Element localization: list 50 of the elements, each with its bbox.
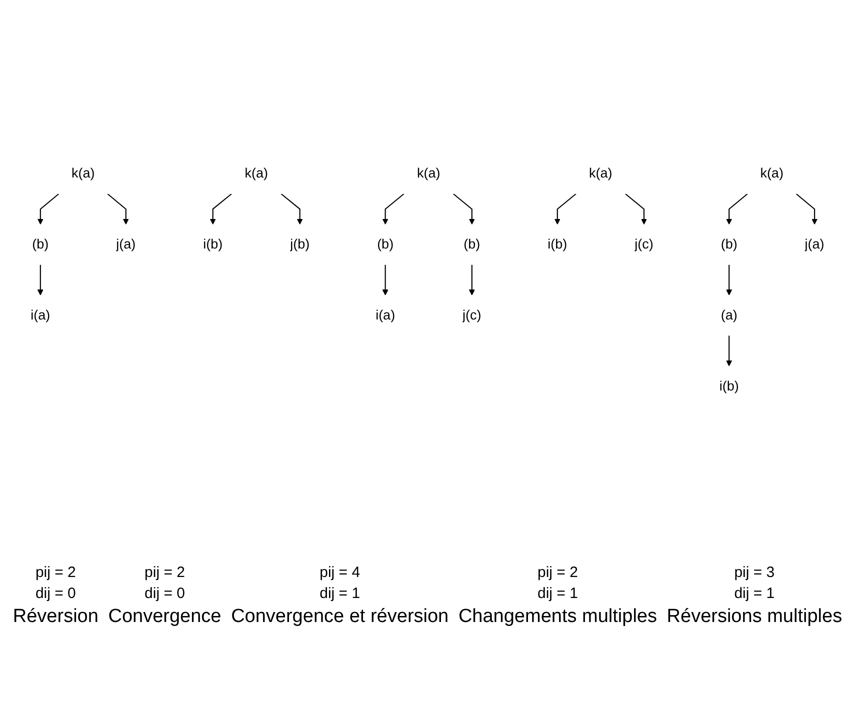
arrow [468, 264, 475, 296]
measure-label: pij = 2 [537, 564, 578, 581]
arrow [280, 194, 303, 225]
node-text: (b) [377, 237, 394, 252]
measure-label: dij = 1 [320, 585, 360, 602]
tree-caption: Convergence et réversion [231, 606, 449, 628]
node-text: k(a) [760, 166, 784, 182]
node-text: i(b) [548, 237, 568, 252]
node-text: k(a) [72, 166, 95, 182]
tree-caption: Réversion [12, 606, 98, 628]
node-text: j(a) [116, 237, 136, 252]
arrow [37, 264, 44, 296]
node-text: j(c) [634, 237, 654, 252]
measure-label: dij = 1 [537, 585, 578, 602]
node-text: j(b) [290, 237, 310, 252]
arrow [107, 194, 129, 225]
node-text: (b) [464, 237, 480, 252]
node-text: j(c) [462, 308, 482, 323]
arrow [726, 264, 732, 296]
node-text: i(b) [719, 378, 739, 394]
measure-label: pij = 4 [320, 564, 360, 581]
measure-label: dij = 1 [734, 585, 775, 602]
node-text: i(b) [203, 237, 223, 252]
node-text: (b) [720, 237, 738, 252]
arrow [37, 194, 60, 225]
node-text: k(a) [244, 166, 268, 182]
node-text: k(a) [417, 166, 440, 182]
arrow [554, 194, 576, 225]
node-text: i(a) [376, 308, 396, 323]
arrow [726, 194, 748, 225]
arrow [210, 194, 232, 225]
node-text: (a) [720, 308, 738, 323]
node-text: j(a) [804, 237, 824, 252]
tree-caption: Convergence [108, 606, 222, 628]
arrow [382, 194, 404, 225]
node-text: k(a) [589, 166, 612, 182]
arrow [726, 336, 732, 366]
arrow [382, 264, 388, 296]
tree-caption: Réversions multiples [666, 606, 842, 628]
arrow [796, 194, 818, 225]
tree-caption: Changements multiples [458, 606, 657, 628]
arrow [453, 194, 475, 225]
arrow [625, 194, 647, 225]
measure-label: pij = 2 [35, 564, 76, 581]
node-text: i(a) [30, 308, 50, 323]
measure-label: pij = 3 [734, 564, 775, 581]
node-text: (b) [32, 237, 49, 252]
measure-label: dij = 0 [144, 585, 185, 602]
measure-label: pij = 2 [144, 564, 185, 581]
measure-label: dij = 0 [35, 585, 76, 602]
